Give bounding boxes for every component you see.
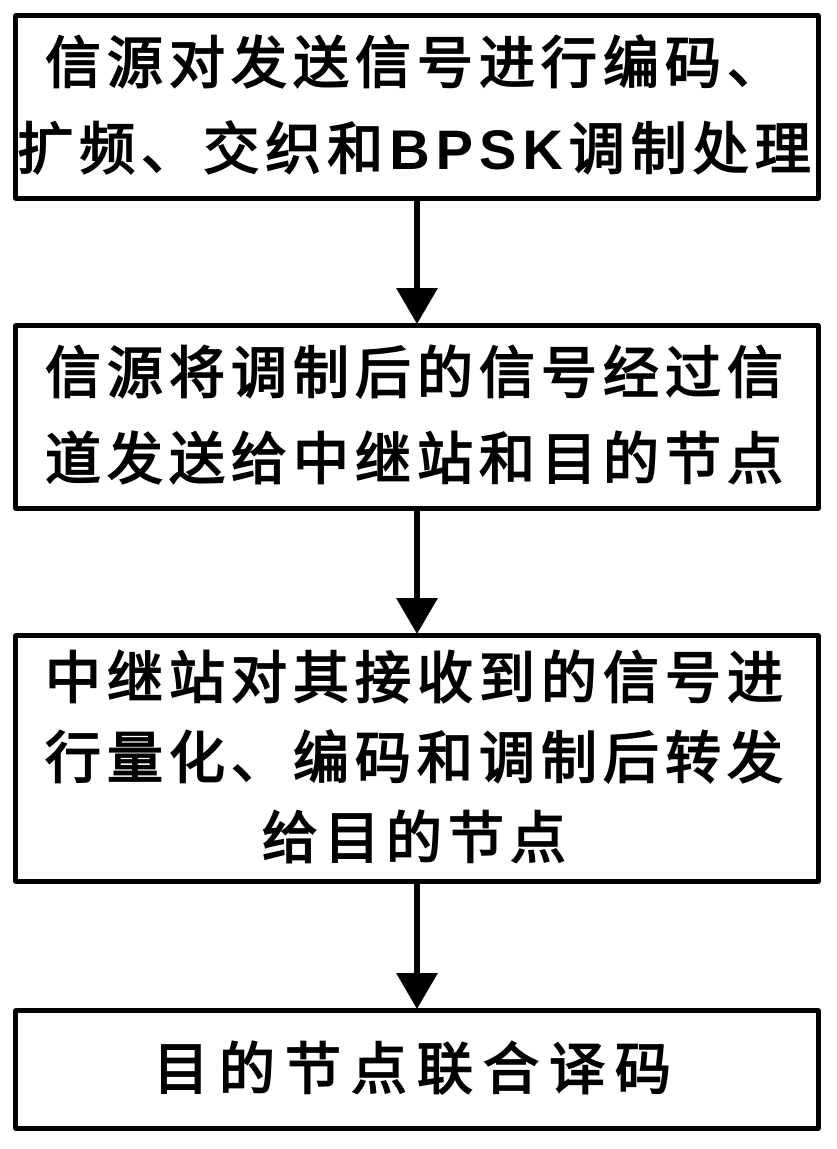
step-1-text-line-2: 扩频、交织和BPSK调制处理 bbox=[17, 118, 817, 181]
step-4-text-line-1: 目的节点联合译码 bbox=[153, 1037, 681, 1101]
arrow-shaft bbox=[414, 511, 420, 600]
step-2-text-line-2: 道发送给中继站和目的节点 bbox=[45, 428, 789, 491]
arrow-shaft bbox=[414, 884, 420, 975]
arrow-shaft bbox=[414, 201, 420, 290]
flowchart-step-3-box: 中继站对其接收到的信号进 行量化、编码和调制后转发 给目的节点 bbox=[13, 633, 821, 884]
step-1-text-line-1: 信源对发送信号进行编码、 bbox=[45, 32, 789, 95]
arrow-head bbox=[396, 973, 438, 1009]
flowchart-step-2-box: 信源将调制后的信号经过信 道发送给中继站和目的节点 bbox=[13, 323, 821, 511]
step-3-text-line-3: 给目的节点 bbox=[262, 806, 572, 870]
step-3-text-line-2: 行量化、编码和调制后转发 bbox=[45, 726, 789, 790]
step-3-text-line-1: 中继站对其接收到的信号进 bbox=[45, 646, 789, 710]
flow-arrow-down-icon bbox=[396, 201, 438, 324]
step-2-text-line-1: 信源将调制后的信号经过信 bbox=[45, 342, 789, 405]
flow-arrow-down-icon bbox=[396, 511, 438, 634]
arrow-head bbox=[396, 598, 438, 634]
flowchart-step-4-box: 目的节点联合译码 bbox=[13, 1008, 821, 1131]
flowchart-step-1-box: 信源对发送信号进行编码、 扩频、交织和BPSK调制处理 bbox=[13, 13, 821, 201]
arrow-head bbox=[396, 288, 438, 324]
flow-arrow-down-icon bbox=[396, 884, 438, 1009]
